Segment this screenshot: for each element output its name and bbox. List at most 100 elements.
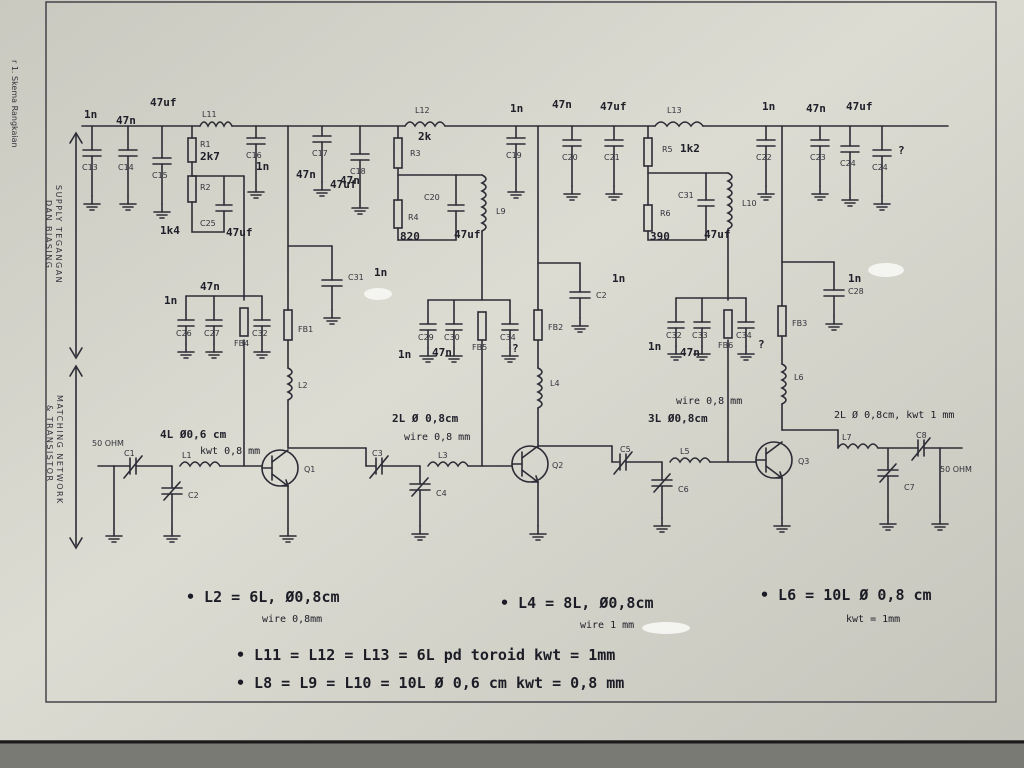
note-l4: • L4 = 8L, Ø0,8cm bbox=[500, 594, 654, 612]
label-R1: R1 bbox=[200, 140, 211, 149]
base-capacitor-label: C34 bbox=[500, 333, 516, 342]
label-C28: C28 bbox=[848, 287, 864, 296]
handwritten-rail-values: 1n 47n 47uf 1n 47n 47uf 1n 47n 47uf 1n 4… bbox=[84, 96, 873, 191]
label-R3: R3 bbox=[410, 149, 421, 158]
rail-capacitor: C15 bbox=[152, 125, 172, 219]
collector-feed-q3: FB3 L6 C28 bbox=[777, 125, 864, 431]
label-R4: R4 bbox=[408, 213, 419, 222]
rail-capacitor-label: C18 bbox=[350, 167, 366, 176]
rail-capacitor-label: C20 bbox=[562, 153, 578, 162]
rail-capacitor-label: C17 bbox=[312, 149, 328, 158]
collector-feed-q2: FB2 L4 C2 bbox=[533, 125, 607, 449]
rail-capacitor: C24 bbox=[840, 125, 860, 207]
rail-capacitor: C23 bbox=[810, 125, 830, 201]
collector-feed-q1: FB1 L2 C31 bbox=[283, 125, 364, 449]
hw-top-10: 1n bbox=[256, 160, 269, 173]
label-C31: C31 bbox=[348, 273, 364, 282]
hw-c-7: 47uf bbox=[704, 228, 731, 241]
hw-top-5: 47n bbox=[552, 98, 572, 111]
hw-coil-2: kwt 0,8 mm bbox=[200, 446, 260, 457]
label-L3: L3 bbox=[438, 451, 448, 460]
hw-top-4: 1n bbox=[510, 102, 523, 115]
rail-capacitor-label: C19 bbox=[506, 151, 522, 160]
label-C3: C3 bbox=[372, 449, 383, 458]
correction-mark-2 bbox=[868, 263, 904, 277]
hw-r-2: 1k4 bbox=[160, 224, 180, 237]
rail-capacitor: C24 bbox=[872, 125, 892, 211]
label-R6: R6 bbox=[660, 209, 671, 218]
matching-label-1: MATCHING NETWORK bbox=[55, 395, 64, 505]
bias-network-q3: R5 R6 C31 L10 bbox=[643, 125, 757, 301]
rail-capacitor-label: C13 bbox=[82, 163, 98, 172]
hw-c-5: 47uf bbox=[226, 226, 253, 239]
handwritten-coil-notes: 4L Ø0,6 cm kwt 0,8 mm 2L Ø 0,8cm wire 0,… bbox=[160, 396, 954, 457]
rail-capacitor: C20 bbox=[562, 125, 582, 201]
label-C31b: C31 bbox=[678, 191, 694, 200]
figure-caption: r 1. Skema Rangkaian bbox=[10, 60, 19, 148]
hw-c-6: 47uf bbox=[454, 228, 481, 241]
hw-top-6: 47uf bbox=[600, 100, 627, 113]
label-C25: C25 bbox=[200, 219, 216, 228]
hw-coil-6: wire 0,8 mm bbox=[676, 396, 742, 407]
hw-c-16: ? bbox=[898, 144, 905, 157]
hw-c-11: 47n bbox=[680, 346, 700, 359]
label-L10: L10 bbox=[742, 199, 757, 208]
supply-rail: L11 L12 L13 bbox=[81, 106, 949, 128]
hw-top-12: 47uf bbox=[330, 178, 357, 191]
label-C1: C1 bbox=[124, 449, 135, 458]
hw-top-9: 47uf bbox=[846, 100, 873, 113]
label-input-port: 50 OHM bbox=[92, 439, 124, 448]
note-l6-kwt: kwt = 1mm bbox=[846, 614, 900, 625]
base-capacitor-label: C32 bbox=[666, 331, 682, 340]
paper-lower-edge bbox=[0, 740, 1024, 768]
hw-r-6: 390 bbox=[650, 230, 670, 243]
hw-c-15: ? bbox=[758, 338, 765, 351]
note-l2: • L2 = 6L, Ø0,8cm bbox=[186, 588, 340, 606]
rail-capacitor: C21 bbox=[604, 125, 624, 201]
rail-capacitor: C14 bbox=[118, 125, 138, 211]
hw-coil-5: 3L Ø0,8cm bbox=[648, 412, 708, 425]
rail-capacitor: C19 bbox=[506, 125, 526, 199]
base-capacitor-label: C34 bbox=[736, 331, 752, 340]
label-C8: C8 bbox=[916, 431, 927, 440]
rail-capacitor-label: C23 bbox=[810, 153, 826, 162]
base-capacitor-label: C29 bbox=[418, 333, 434, 342]
label-L9: L9 bbox=[496, 207, 506, 216]
label-L11: L11 bbox=[202, 110, 217, 119]
note-l4-wire: wire 1 mm bbox=[580, 620, 634, 631]
rail-capacitor: C22 bbox=[756, 125, 776, 201]
label-C4: C4 bbox=[436, 489, 447, 498]
label-C7: C7 bbox=[904, 483, 915, 492]
bias-network-q1: R1 R2 C25 bbox=[187, 125, 245, 301]
ferrite-label: FB5 bbox=[472, 343, 487, 352]
label-L13: L13 bbox=[667, 106, 682, 115]
note-l6: • L6 = 10L Ø 0,8 cm bbox=[760, 586, 932, 604]
base-capacitor-label: C26 bbox=[176, 329, 192, 338]
supply-section-marker: SUPPLY TEGANGAN DAN BIASING bbox=[44, 131, 83, 360]
hw-c-4: 47n bbox=[432, 346, 452, 359]
ferrite-label: FB6 bbox=[718, 341, 733, 350]
label-L5: L5 bbox=[680, 447, 690, 456]
label-Q3: Q3 bbox=[798, 457, 809, 466]
note-l11-l13: • L11 = L12 = L13 = 6L pd toroid kwt = 1… bbox=[236, 646, 615, 664]
note-l2-wire: wire 0,8mm bbox=[262, 614, 322, 625]
label-C5: C5 bbox=[620, 445, 631, 454]
rail-capacitor: C13 bbox=[82, 125, 102, 211]
rail-capacitor-label: C24 bbox=[840, 159, 856, 168]
drawing-frame bbox=[45, 1, 997, 703]
hw-r-4: 820 bbox=[400, 230, 420, 243]
rail-capacitor-label: C15 bbox=[152, 171, 168, 180]
matching-label-2: & TRANSISTOR bbox=[45, 405, 54, 483]
rail-capacitor-label: C22 bbox=[756, 153, 772, 162]
rail-capacitor-label: C24 bbox=[872, 163, 888, 172]
label-FB3: FB3 bbox=[792, 319, 807, 328]
label-FB2: FB2 bbox=[548, 323, 563, 332]
hw-top-2: 47n bbox=[116, 114, 136, 127]
rail-capacitor: C16 bbox=[246, 125, 266, 199]
label-L6: L6 bbox=[794, 373, 804, 382]
